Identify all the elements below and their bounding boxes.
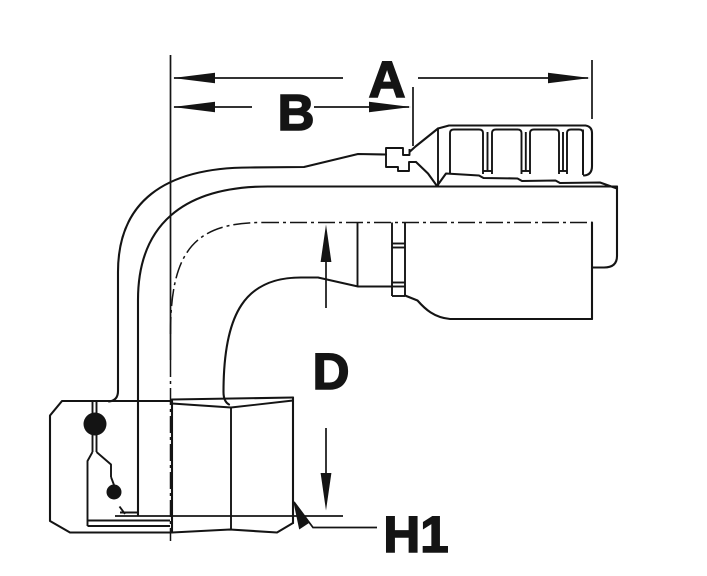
elbow-inner-wall <box>222 276 394 406</box>
dimension-b-label: B <box>278 84 315 141</box>
ferrule-tooth-4 <box>566 128 584 174</box>
d-arrow-up-icon <box>320 224 332 262</box>
ferrule-tooth-1 <box>449 128 484 174</box>
shell-bottom-edge <box>403 294 594 321</box>
ferrule-tooth-3 <box>529 128 560 174</box>
notch-lower-profile <box>385 156 416 172</box>
a-arrow-right-icon <box>548 72 590 84</box>
dimension-b: B <box>173 83 414 146</box>
elbow-tube <box>107 152 619 517</box>
centerlines <box>169 221 592 541</box>
h1-arrow-icon <box>293 500 310 530</box>
hex-bottom-right-edge <box>170 521 295 534</box>
d-arrow-down-icon <box>320 473 332 511</box>
dimension-a-label: A <box>369 51 406 108</box>
ferrule-bottom-jag-line <box>435 172 619 190</box>
cone-top-edge <box>408 127 440 153</box>
socket-shell <box>391 185 619 321</box>
o-ring-dot-large <box>83 412 107 436</box>
interlock-notch <box>385 127 440 188</box>
b-arrow-left-icon <box>173 101 215 113</box>
h1-callout: H1 <box>293 500 449 564</box>
ferrule-tooth-2 <box>491 128 523 174</box>
o-ring-dot-small <box>106 484 122 500</box>
dimension-d-label: D <box>313 343 350 400</box>
cone-bottom-edge <box>414 160 439 188</box>
elbow-outer-wall <box>107 152 388 403</box>
b-arrow-right-icon <box>369 101 411 113</box>
seat-step <box>95 451 112 477</box>
hex-nut <box>48 396 343 534</box>
pocket-inner-wall <box>86 451 94 526</box>
dimension-d: D <box>312 224 350 511</box>
dimension-h1-label: H1 <box>383 506 448 563</box>
ferrule-top-edge <box>436 124 594 177</box>
crimp-ferrule <box>435 124 619 190</box>
bend-centerline-arc <box>169 221 263 335</box>
shell-right-end-cap <box>590 185 619 269</box>
elbow-middle-wall <box>136 185 619 517</box>
notch-upper-profile <box>385 147 411 156</box>
dimension-a: A <box>169 50 593 360</box>
hex-top-right-edge <box>170 396 295 401</box>
hex-chamfer-line <box>171 399 294 409</box>
a-arrow-left-icon <box>173 72 215 84</box>
hex-outline-left <box>48 399 174 534</box>
